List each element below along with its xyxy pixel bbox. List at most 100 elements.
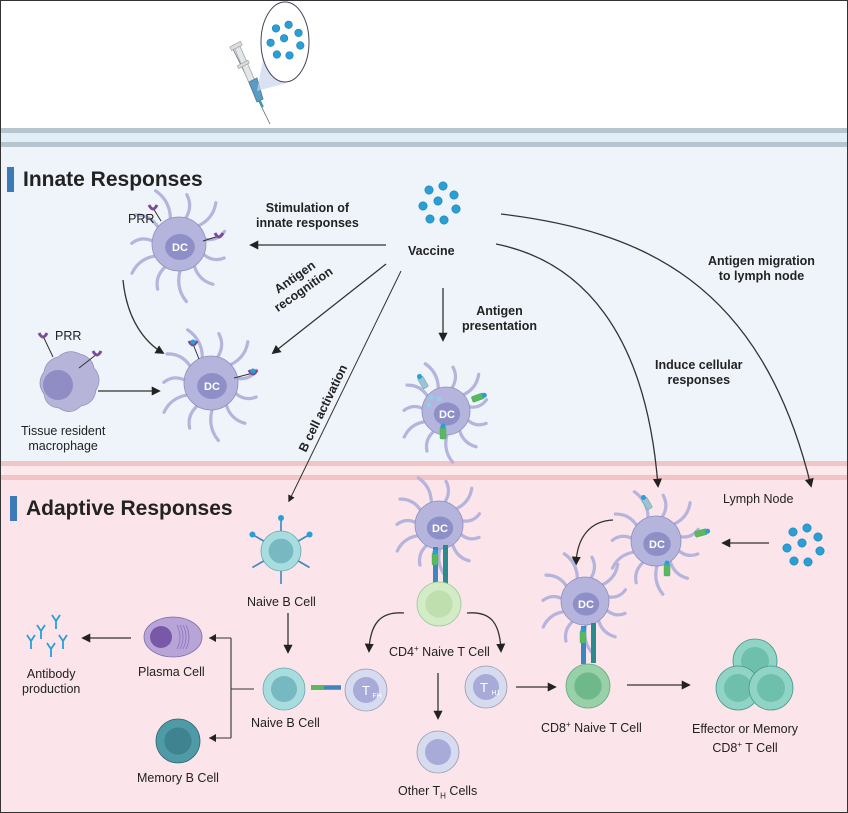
th1-sub-label: H1 bbox=[492, 690, 501, 697]
plasma-er bbox=[179, 624, 184, 650]
prr-receptor-icon bbox=[213, 232, 225, 239]
bcr-bound-antigen bbox=[278, 515, 284, 521]
mhc-body bbox=[431, 552, 439, 566]
plasma-er bbox=[176, 624, 181, 650]
antibody-icon bbox=[36, 624, 46, 639]
mhc-antigen bbox=[417, 373, 422, 379]
antigen-particle bbox=[418, 201, 428, 211]
antigen-particle bbox=[802, 523, 812, 533]
antigen-particle bbox=[788, 527, 798, 537]
bcr-icon bbox=[252, 560, 265, 569]
antibodies-icon bbox=[26, 614, 68, 657]
adaptive-title-accent bbox=[10, 496, 17, 521]
other-th-sub: H bbox=[440, 791, 446, 801]
cd8-naive-t-cell bbox=[565, 663, 611, 709]
dc-label: DC bbox=[432, 523, 448, 535]
induce-cellular-label: Induce cellular responses bbox=[655, 358, 743, 388]
dc-label: DC bbox=[578, 599, 594, 611]
antigen-particle bbox=[797, 538, 807, 548]
other-th-suffix: Cells bbox=[445, 784, 478, 798]
naive-b-cell-bottom-label: Naive B Cell bbox=[251, 716, 320, 730]
naive-b-cell-top bbox=[249, 515, 313, 584]
adaptive-band-top bbox=[1, 461, 847, 466]
antigen-migration-label: Antigen migration to lymph node bbox=[708, 254, 815, 284]
antigen-particle bbox=[271, 24, 281, 33]
other-th-cell bbox=[416, 730, 460, 774]
antigen-particle bbox=[782, 543, 792, 553]
prr-stalk bbox=[78, 353, 98, 369]
prr-receptor-icon bbox=[187, 340, 199, 347]
antigen-particle bbox=[813, 532, 823, 542]
dc-nucleus bbox=[643, 532, 671, 556]
innate-title-accent bbox=[7, 167, 14, 192]
innate-band-top bbox=[1, 128, 847, 133]
b-t-synapse-tcr bbox=[324, 686, 341, 689]
innate-band-mid bbox=[1, 133, 847, 142]
other-th-cell-nucleus bbox=[424, 738, 452, 766]
memory-b-cell-nucleus bbox=[164, 727, 192, 755]
cd8-naive-t-cell-nucleus bbox=[574, 672, 602, 700]
antigen-presentation-label: Antigen presentation bbox=[462, 304, 537, 334]
dc-lymph-node: DC bbox=[610, 490, 711, 596]
macrophage-label: Tissue resident macrophage bbox=[21, 424, 105, 454]
magnified-vaccine-antigens bbox=[266, 20, 305, 60]
lymph-node-label: Lymph Node bbox=[723, 492, 794, 506]
antigen-particle bbox=[280, 34, 289, 43]
antigen-particle bbox=[439, 215, 449, 225]
tissue-resident-macrophage bbox=[37, 332, 103, 412]
memory-b-cell bbox=[155, 718, 201, 764]
prr-label-top: PRR bbox=[128, 212, 155, 226]
tcr-stalk bbox=[581, 626, 586, 664]
antigen-particle bbox=[284, 20, 293, 29]
mhc-antigen bbox=[432, 549, 438, 555]
mhc-complex-icon bbox=[663, 560, 671, 577]
prr-receptor-icon bbox=[91, 350, 103, 357]
arrow-dc-top-to-bottom-dc bbox=[122, 279, 165, 354]
effector-cell-nucleus bbox=[757, 674, 785, 702]
vaccine-label: Vaccine bbox=[408, 244, 455, 258]
mhc-body bbox=[579, 630, 587, 644]
dc-antigen-recognition: DC bbox=[162, 328, 259, 443]
macrophage-label-line2: macrophage bbox=[28, 439, 98, 453]
dc-nucleus bbox=[165, 234, 195, 260]
internal-antigen bbox=[436, 396, 442, 402]
top-region bbox=[1, 1, 847, 128]
cd8-coreceptor bbox=[591, 623, 596, 663]
bound-antigen bbox=[190, 339, 196, 345]
other-th-cells-label: Other TH Cells bbox=[398, 784, 477, 804]
mhc-antigen bbox=[705, 528, 711, 534]
antibody-icon bbox=[26, 634, 36, 649]
mhc-complex-icon bbox=[417, 373, 429, 390]
effector-memory-label: Effector or Memory CD8+ T Cell bbox=[692, 722, 798, 756]
mhc-complex-icon bbox=[471, 392, 487, 403]
antigen-particle bbox=[433, 196, 443, 206]
tfh-label: T bbox=[362, 683, 370, 698]
tfh-sub-label: FH bbox=[372, 693, 381, 700]
mhc-antigen bbox=[440, 423, 446, 429]
induce-cellular-line2: responses bbox=[667, 373, 731, 387]
mhc-complex-icon bbox=[641, 494, 653, 511]
plasma-cell-nucleus bbox=[150, 626, 172, 648]
cd8-suffix: Naive T Cell bbox=[570, 721, 642, 736]
bcr-bound-antigen bbox=[306, 531, 313, 538]
cd4-sup: + bbox=[414, 644, 419, 653]
macrophage-label-line1: Tissue resident bbox=[21, 424, 106, 438]
cd4-prefix: CD4 bbox=[389, 645, 415, 660]
cd4-naive-t-cell-label: CD4+ Naive T Cell bbox=[389, 641, 490, 660]
antibody-label-line2: production bbox=[22, 682, 81, 696]
stimulation-label-line1: Stimulation of bbox=[265, 201, 350, 215]
stimulation-label-line2: innate responses bbox=[256, 216, 359, 230]
tfh-cell-nucleus bbox=[352, 676, 380, 704]
arrow-cd4-to-tfh bbox=[364, 612, 405, 653]
innate-title: Innate Responses bbox=[23, 168, 203, 191]
antigen-particle bbox=[296, 41, 305, 50]
effector-label-line1: Effector or Memory bbox=[692, 722, 799, 736]
prr-stalk bbox=[42, 335, 54, 358]
antigen-particle bbox=[272, 50, 281, 59]
antigen-particle bbox=[266, 38, 275, 47]
cd4-naive-t-cell-nucleus bbox=[425, 590, 453, 618]
prr-stalk bbox=[192, 343, 200, 360]
antigen-particle bbox=[451, 204, 461, 214]
antibody-icon bbox=[58, 634, 68, 649]
